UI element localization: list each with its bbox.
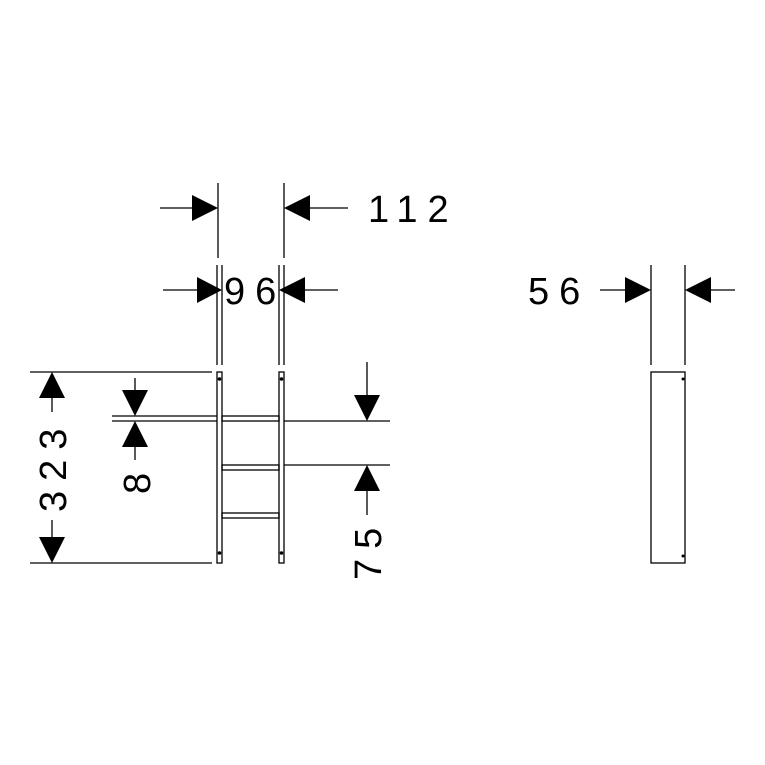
rung <box>221 415 280 422</box>
dimension-shelf-thickness: 8 <box>112 378 217 494</box>
left-rail <box>216 371 223 564</box>
arrow-icon <box>625 277 651 303</box>
dimension-outer-width: 112 <box>160 183 459 258</box>
arrow-icon <box>354 465 380 491</box>
dimension-shelf-spacing: 75 <box>284 362 390 580</box>
rung <box>221 512 280 519</box>
right-rail <box>278 371 285 564</box>
dimension-label: 75 <box>348 518 390 580</box>
dimension-height: 323 <box>30 371 212 564</box>
screw-hole <box>681 377 685 381</box>
dimension-depth: 56 <box>528 265 735 365</box>
arrow-icon <box>197 277 222 303</box>
front-view <box>216 371 285 564</box>
rung <box>221 464 280 471</box>
screw-hole <box>279 551 284 555</box>
arrow-icon <box>192 195 218 221</box>
dimension-inner-width: 96 <box>163 265 338 365</box>
arrow-icon <box>284 195 310 221</box>
screw-hole <box>217 551 222 555</box>
screw-hole <box>217 377 222 381</box>
dimension-label: 96 <box>224 271 286 313</box>
dimension-label: 112 <box>368 189 459 231</box>
arrow-icon <box>354 395 380 421</box>
dimension-label: 8 <box>117 463 159 494</box>
arrow-icon <box>39 372 65 398</box>
arrow-icon <box>279 277 305 303</box>
arrow-icon <box>685 277 711 303</box>
dimension-label: 56 <box>528 271 590 313</box>
arrow-icon <box>39 537 65 563</box>
side-view <box>650 371 686 564</box>
screw-hole <box>681 554 685 558</box>
arrow-icon <box>122 390 148 416</box>
screw-hole <box>279 377 284 381</box>
arrow-icon <box>122 421 148 447</box>
dimension-label: 323 <box>33 419 75 512</box>
